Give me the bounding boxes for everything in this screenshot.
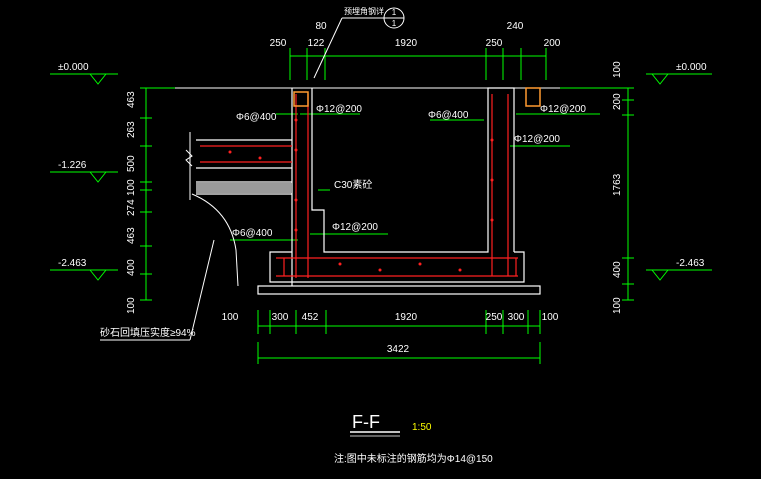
precast-slab (196, 183, 292, 193)
dim-bottom-100b: 100 (542, 312, 559, 323)
section-title: F-F (352, 412, 380, 432)
dim-bottom-250: 250 (486, 312, 503, 323)
dim-250-right: 250 (486, 38, 503, 49)
callout-number: 1 (392, 8, 397, 17)
dim-left-400: 400 (126, 259, 137, 276)
level-right-zero: ±0.000 (676, 62, 707, 73)
concrete-outline (196, 87, 541, 295)
dim-bottom-300a: 300 (272, 312, 289, 323)
dim-bottom-total: 3422 (387, 344, 410, 355)
rebar-label-right-phi6: Φ6@400 (428, 110, 469, 121)
concrete-grade-label: C30素砼 (334, 178, 372, 191)
dim-right-400: 400 (612, 261, 623, 278)
rebar-label-left-phi12-mid: Φ12@200 (332, 222, 378, 233)
level-left-mid: -1.226 (58, 160, 87, 171)
rebar-lines (200, 94, 518, 278)
backfill-curve (191, 193, 239, 287)
rebar-label-left-phi12-top: Φ12@200 (316, 104, 362, 115)
dim-240: 240 (507, 21, 524, 32)
backfill-note: 砂石回填压实度≥94% (100, 326, 196, 339)
embedded-angle-right (525, 87, 541, 107)
general-note: 注:图中未标注的钢筋均为Φ14@150 (334, 452, 493, 465)
level-left-bottom: -2.463 (58, 258, 87, 269)
dim-250-left: 250 (270, 38, 287, 49)
dim-right-200: 200 (612, 93, 623, 110)
dim-right-100: 100 (612, 61, 623, 78)
rebar-label-left-phi6-top: Φ6@400 (236, 112, 277, 123)
section-scale: 1:50 (412, 422, 432, 433)
dim-bottom-1920: 1920 (395, 312, 418, 323)
rebar-dots (228, 118, 494, 272)
dim-1920-top: 1920 (395, 38, 418, 49)
dim-left-100b: 100 (126, 297, 137, 314)
angle-steel-label: 预埋角钢详 (344, 6, 384, 16)
dim-left-263: 263 (126, 121, 137, 138)
callout-sheet: 1 (392, 19, 397, 28)
dim-bottom-300b: 300 (508, 312, 525, 323)
rebar-label-right-phi12a: Φ12@200 (540, 104, 586, 115)
level-right-bottom: -2.463 (676, 258, 705, 269)
dimension-lines (50, 48, 712, 364)
dim-200-top: 200 (544, 38, 561, 49)
level-left-zero: ±0.000 (58, 62, 89, 73)
dim-right-100b: 100 (612, 297, 623, 314)
dim-bottom-100a: 100 (222, 312, 239, 323)
dim-bottom-452: 452 (302, 312, 319, 323)
dim-left-463b: 463 (126, 227, 137, 244)
embedded-angle-left (293, 91, 309, 107)
rebar-label-right-phi12b: Φ12@200 (514, 134, 560, 145)
dim-right-1763: 1763 (612, 173, 623, 196)
rebar-label-left-phi6-bottom: Φ6@400 (232, 228, 273, 239)
dim-80: 80 (315, 21, 327, 32)
dim-left-274: 274 (126, 199, 137, 216)
dim-left-463a: 463 (126, 91, 137, 108)
dim-left-100a: 100 (126, 179, 137, 196)
dim-122: 122 (308, 38, 325, 49)
dim-left-500: 500 (126, 155, 137, 172)
